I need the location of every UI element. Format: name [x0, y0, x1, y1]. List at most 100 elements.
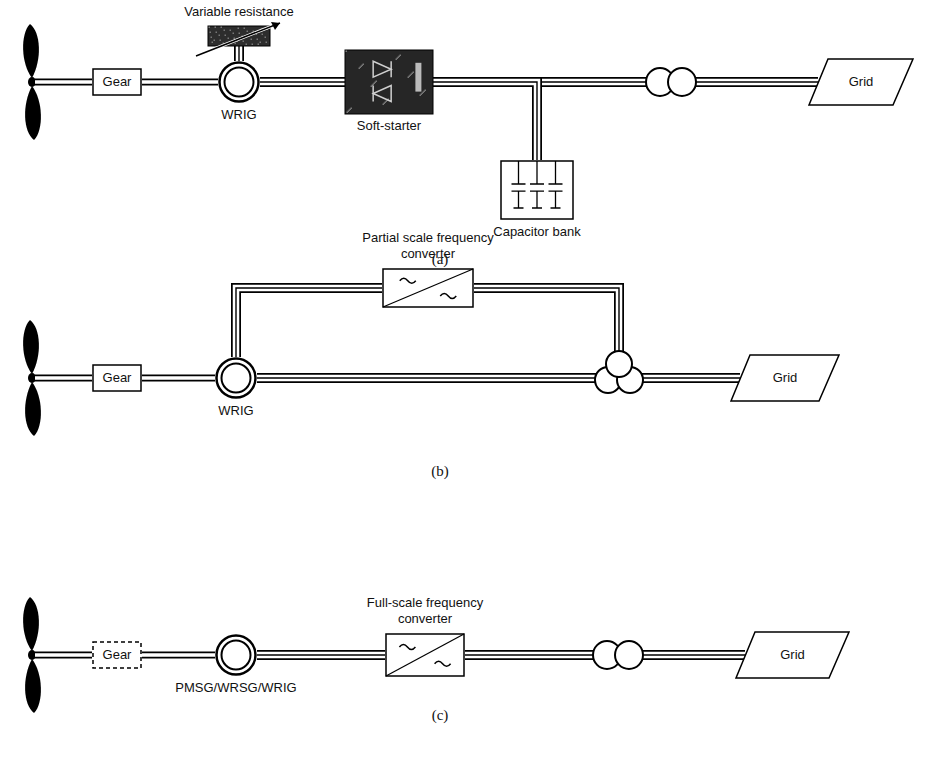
texture-dot — [221, 27, 223, 29]
texture-dot — [239, 33, 241, 35]
phase-conductor — [433, 82, 537, 160]
ac-symbol — [400, 278, 416, 283]
gearbox: Gear — [92, 364, 142, 392]
three-phase-line — [433, 82, 537, 160]
node-label: Grid — [773, 370, 798, 386]
texture-dot — [209, 27, 211, 29]
capacitor-bank: Capacitor bank — [500, 160, 574, 220]
texture-dot — [243, 41, 245, 43]
texture-dot — [220, 40, 222, 42]
drive-shaft — [142, 378, 215, 379]
phase-conductor — [234, 46, 244, 61]
texture-dot — [383, 104, 385, 106]
texture-dot — [421, 94, 423, 96]
texture-dot — [347, 112, 349, 114]
phase-gap — [260, 79, 345, 86]
shaft-outline — [142, 375, 215, 382]
grid-outline — [809, 59, 913, 105]
frequency-converter: Full-scale frequency converter — [385, 633, 465, 677]
node-label: Grid — [849, 74, 874, 90]
texture-dot — [413, 72, 415, 74]
texture-dot — [363, 64, 365, 66]
gearbox: Gear — [92, 641, 142, 669]
dark-box — [345, 50, 433, 114]
box-outline — [93, 69, 141, 95]
three-phase-line — [260, 82, 345, 83]
box-outline — [93, 365, 141, 391]
outside-label: Variable resistance — [139, 4, 339, 20]
phase-conductor — [257, 650, 385, 660]
frequency-converter-outline — [385, 633, 465, 677]
frequency-converter-outline — [382, 268, 474, 308]
texture-dot — [420, 95, 422, 97]
capacitor-bank-outline — [500, 160, 574, 220]
drive-shaft — [142, 82, 218, 83]
generator-circle: WRIG — [215, 357, 257, 399]
texture-dot — [361, 66, 363, 68]
texture-dot — [422, 93, 424, 95]
texture-dot — [235, 43, 237, 45]
texture-dot — [210, 32, 212, 34]
panel-caption: (c) — [432, 707, 449, 723]
ac-symbol — [440, 294, 456, 299]
outside-label: Partial scale frequency converter — [343, 230, 513, 262]
three-phase-line — [474, 288, 740, 378]
grid-symbol: Grid — [808, 58, 914, 106]
phase-gap — [433, 82, 537, 160]
phase-conductor — [238, 46, 239, 61]
texture-dot — [398, 57, 400, 59]
texture-dot — [215, 27, 217, 29]
generator-circle-outline — [215, 357, 257, 399]
texture-dot — [411, 74, 413, 76]
texture-dot — [266, 42, 268, 44]
texture-dot — [408, 77, 410, 79]
converter-diagonal — [383, 269, 473, 307]
control-unit — [415, 63, 421, 92]
grid-symbol: Grid — [730, 354, 840, 402]
capacitor-symbol — [512, 161, 526, 208]
frequency-converter: Partial scale frequency converter — [382, 268, 474, 308]
texture-dot — [396, 59, 398, 61]
texture-dot — [216, 32, 218, 34]
phase-gap — [236, 46, 243, 61]
panel-caption: (b) — [431, 463, 449, 479]
texture-dot — [228, 38, 230, 40]
texture-dot — [424, 91, 426, 93]
node-label: Gear — [103, 370, 132, 386]
texture-dot — [400, 55, 402, 57]
texture-dot — [258, 44, 260, 46]
ac-symbol — [435, 661, 451, 666]
box-outline — [501, 161, 573, 219]
texture-dot — [349, 110, 351, 112]
variable-resistor: Variable resistance — [208, 26, 270, 46]
phase-conductor — [474, 288, 740, 378]
texture-dot — [359, 68, 361, 70]
texture-dot — [362, 65, 364, 67]
node-label: Gear — [103, 74, 132, 90]
texture-dot — [252, 44, 254, 46]
texture-dot — [348, 111, 350, 113]
box-outline — [386, 634, 464, 676]
texture-dot — [384, 103, 386, 105]
shaft-core — [142, 376, 215, 380]
texture-dot — [423, 92, 425, 94]
texture-dot — [214, 40, 216, 42]
texture-dot — [265, 37, 267, 39]
shaft-core — [142, 80, 218, 84]
node-label: Gear — [103, 647, 132, 663]
texture-dot — [225, 35, 227, 37]
transformer-symbol — [646, 68, 696, 96]
texture-dot — [386, 101, 388, 103]
outside-label: Soft-starter — [319, 118, 459, 134]
three-phase-line — [257, 655, 385, 656]
phase-conductor — [236, 288, 382, 357]
soft-starter-outline — [345, 50, 433, 114]
arrow-head — [271, 22, 280, 30]
phase-gap — [474, 288, 740, 378]
texture-dot — [247, 31, 249, 33]
texture-dot — [350, 109, 352, 111]
phase-conductor — [257, 654, 385, 655]
box-outline — [93, 642, 141, 668]
caption-slot: (c) — [432, 706, 449, 724]
grid-outline — [731, 355, 839, 401]
